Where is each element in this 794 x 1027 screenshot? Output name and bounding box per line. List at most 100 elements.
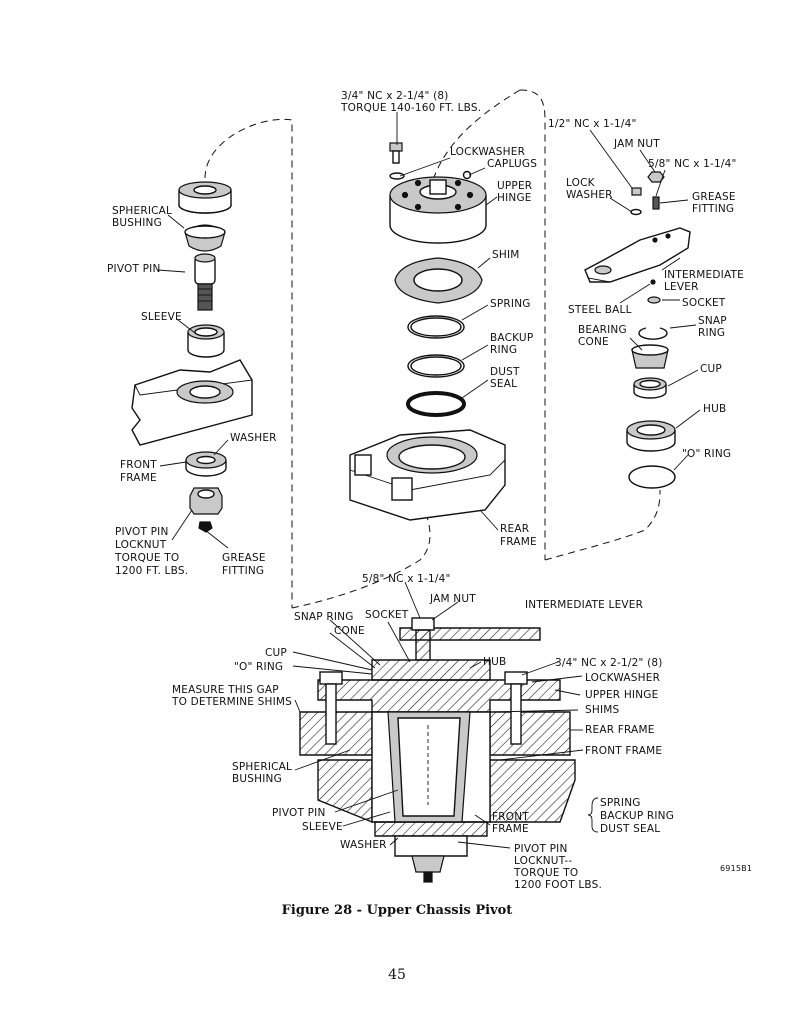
label-rear-frame-2: FRAME [500, 536, 537, 548]
section-view [299, 617, 576, 883]
intermediate-lever-part [584, 227, 691, 283]
label-locknut-2: LOCKNUT [115, 539, 167, 551]
label-snap-ring-2: RING [698, 327, 725, 339]
dust-seal-part [406, 391, 466, 417]
sec-label-upper-hinge: UPPER HINGE [585, 689, 658, 701]
label-intermediate-lever-2: LEVER [664, 281, 699, 293]
bearing-cone-part [631, 344, 669, 369]
label-front-frame-1: FRONT [120, 459, 157, 471]
sec-label-snap-ring: SNAP RING [294, 611, 354, 623]
label-backup-ring-1: BACKUP [490, 332, 533, 344]
upper-hinge-part [389, 170, 487, 244]
label-spring: SPRING [490, 298, 531, 310]
label-spherical-bushing-2: BUSHING [112, 217, 162, 229]
sec-label-dust-seal: DUST SEAL [600, 823, 660, 835]
svg-text:BUSHING: BUSHING [112, 217, 162, 229]
leader-lines [157, 112, 701, 849]
sec-label-locknut-4: 1200 FOOT LBS. [514, 879, 602, 891]
sec-label-sleeve: SLEEVE [302, 821, 343, 833]
label-dust-seal-2: SEAL [490, 378, 517, 390]
svg-text:FRONT: FRONT [120, 459, 157, 471]
label-lock-washer-2: WASHER [566, 189, 613, 201]
label-steel-ball: STEEL BALL [568, 304, 632, 316]
sec-label-front-frame-bottom-1: FRONT [492, 811, 529, 823]
label-shim: SHIM [492, 249, 520, 261]
sec-label-spherical-bushing-1: SPHERICAL [232, 761, 292, 773]
sec-label-locknut-3: TORQUE TO [513, 867, 578, 879]
label-socket: SOCKET [682, 297, 726, 309]
label-o-ring: "O" RING [682, 448, 731, 460]
label-hub: HUB [703, 403, 726, 415]
rear-frame-part [349, 429, 506, 521]
label-bolt-top-1: 3/4" NC x 2-1/4" (8) [341, 90, 449, 102]
label-washer: WASHER [230, 432, 277, 444]
label-spherical-bushing-1: SPHERICAL [112, 205, 172, 217]
label-jam-nut: JAM NUT [613, 138, 660, 150]
sec-label-locknut-1: PIVOT PIN [514, 843, 568, 855]
washer-part [185, 451, 227, 477]
steel-ball-socket-part [647, 279, 661, 304]
label-snap-ring-1: SNAP [698, 315, 727, 327]
figure-caption: Figure 28 - Upper Chassis Pivot [281, 903, 513, 918]
label-lockwasher: LOCKWASHER [450, 146, 525, 158]
hub-part [626, 420, 676, 452]
label-bearing-cone-1: BEARING [578, 324, 627, 336]
o-ring-part [628, 465, 676, 489]
front-frame-part [131, 359, 253, 446]
label-five-eighths-bolt: 5/8" NC x 1-1/4" [648, 158, 737, 170]
label-backup-ring-2: RING [490, 344, 517, 356]
figure-code: 6915B1 [720, 864, 752, 873]
page-number: 45 [388, 967, 406, 983]
label-bearing-cone-2: CONE [578, 336, 609, 348]
sec-label-measure-gap-2: TO DETERMINE SHIMS [171, 696, 292, 708]
label-upper-hinge-2: HINGE [497, 192, 532, 204]
sec-label-cone: CONE [334, 625, 365, 637]
cup-part [633, 377, 667, 399]
label-grease-fitting-right-1: GREASE [692, 191, 736, 203]
label-bolt-top-2: TORQUE 140-160 FT. LBS. [340, 102, 481, 114]
sec-label-shims: SHIMS [585, 704, 620, 716]
exploded-labels: SPHERICAL BUSHING PIVOT PIN SLEEVE FRONT… [107, 90, 744, 577]
sec-label-front-frame-right: FRONT FRAME [585, 745, 662, 757]
label-half-bolt: 1/2" NC x 1-1/4" [548, 118, 637, 130]
sec-label-hub: HUB [483, 656, 506, 668]
backup-ring-part [407, 354, 465, 378]
label-dust-seal-1: DUST [490, 366, 520, 378]
label-cup: CUP [700, 363, 722, 375]
sec-label-five-eighths-bolt: 5/8" NC x 1-1/4" [362, 573, 451, 585]
sec-label-front-frame-bottom-2: FRAME [492, 823, 529, 835]
sec-label-socket: SOCKET [365, 609, 409, 621]
sec-label-spring: SPRING [600, 797, 641, 809]
shim-part [394, 257, 483, 304]
label-grease-fitting-left-1: GREASE [222, 552, 266, 564]
sec-label-washer: WASHER [340, 839, 387, 851]
label-intermediate-lever-1: INTERMEDIATE [664, 269, 744, 281]
label-front-frame-2: FRAME [120, 472, 157, 484]
label-grease-fitting-left-2: FITTING [222, 565, 264, 577]
section-labels: 5/8" NC x 1-1/4" JAM NUT SNAP RING SOCKE… [171, 573, 752, 891]
label-locknut-1: PIVOT PIN [115, 526, 169, 538]
locknut-part [189, 487, 223, 533]
sec-label-locknut-2: LOCKNUT-- [514, 855, 572, 867]
label-pivot-pin: PIVOT PIN [107, 263, 161, 275]
sec-label-lockwasher: LOCKWASHER [585, 672, 660, 684]
sec-label-o-ring: "O" RING [234, 661, 283, 673]
label-sleeve: SLEEVE [141, 311, 182, 323]
spring-ring-part [407, 315, 465, 339]
label-locknut-4: 1200 FT. LBS. [115, 565, 188, 577]
svg-text:FRAME: FRAME [120, 472, 157, 484]
label-grease-fitting-right-2: FITTING [692, 203, 734, 215]
explode-guide-lines [204, 89, 661, 609]
sleeve-part [187, 324, 225, 358]
label-upper-hinge-1: UPPER [497, 180, 532, 192]
label-rear-frame-1: REAR [500, 523, 529, 535]
sec-label-backup-ring: BACKUP RING [600, 810, 674, 822]
svg-text:SPHERICAL: SPHERICAL [112, 205, 172, 217]
sec-label-cup: CUP [265, 647, 287, 659]
sec-label-measure-gap-1: MEASURE THIS GAP [172, 684, 279, 696]
label-caplugs: CAPLUGS [487, 158, 537, 170]
pivot-pin-part [194, 253, 216, 311]
sec-label-spherical-bushing-2: BUSHING [232, 773, 282, 785]
